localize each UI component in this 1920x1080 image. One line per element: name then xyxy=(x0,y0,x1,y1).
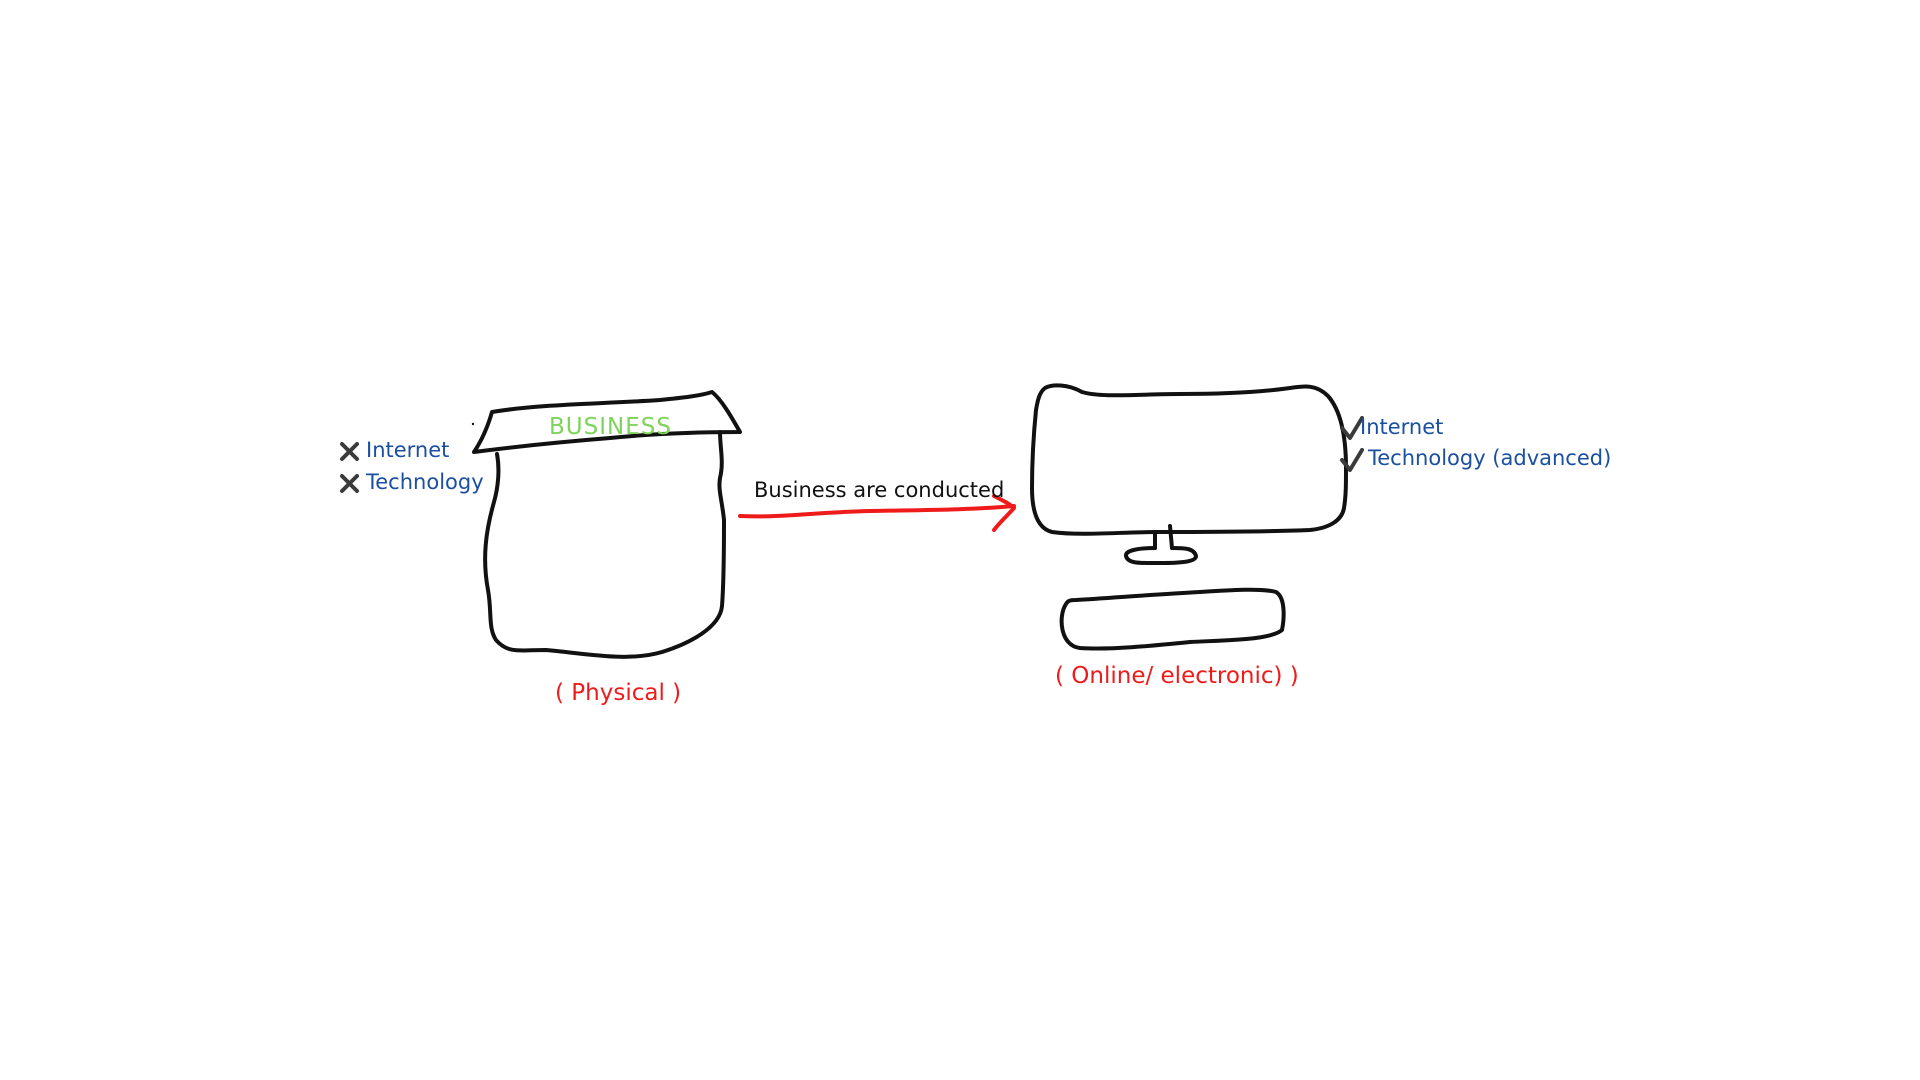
shop-dot xyxy=(471,422,475,426)
shop-drawing xyxy=(471,390,742,659)
check-icon xyxy=(1340,448,1364,472)
keyboard xyxy=(1059,587,1286,651)
right-list-marks xyxy=(1340,416,1364,472)
monitor-stand xyxy=(1124,546,1198,566)
monitor-frame xyxy=(1030,383,1348,536)
left-list-item-internet: Internet xyxy=(366,438,450,462)
shop-sign: BUSINESS xyxy=(549,414,672,440)
arrow-head xyxy=(992,494,1016,532)
online-caption: ( Online/ electronic) ) xyxy=(1055,663,1299,689)
computer-drawing xyxy=(1030,383,1348,651)
arrow-label: Business are conducted xyxy=(754,478,1005,502)
monitor-neck xyxy=(1153,524,1174,550)
shop-awning xyxy=(472,390,742,454)
arrow-shaft xyxy=(738,504,1016,519)
check-icon xyxy=(1340,416,1364,440)
shop-body xyxy=(483,430,726,659)
cross-icon xyxy=(340,442,359,461)
right-list-item-technology: Technology (advanced) xyxy=(1368,446,1612,470)
transition-arrow xyxy=(738,494,1016,532)
right-list-item-internet: Internet xyxy=(1360,415,1444,439)
left-list-marks xyxy=(340,442,359,493)
cross-icon xyxy=(340,474,359,493)
left-list-item-technology: Technology xyxy=(366,470,484,494)
physical-caption: ( Physical ) xyxy=(555,680,682,706)
